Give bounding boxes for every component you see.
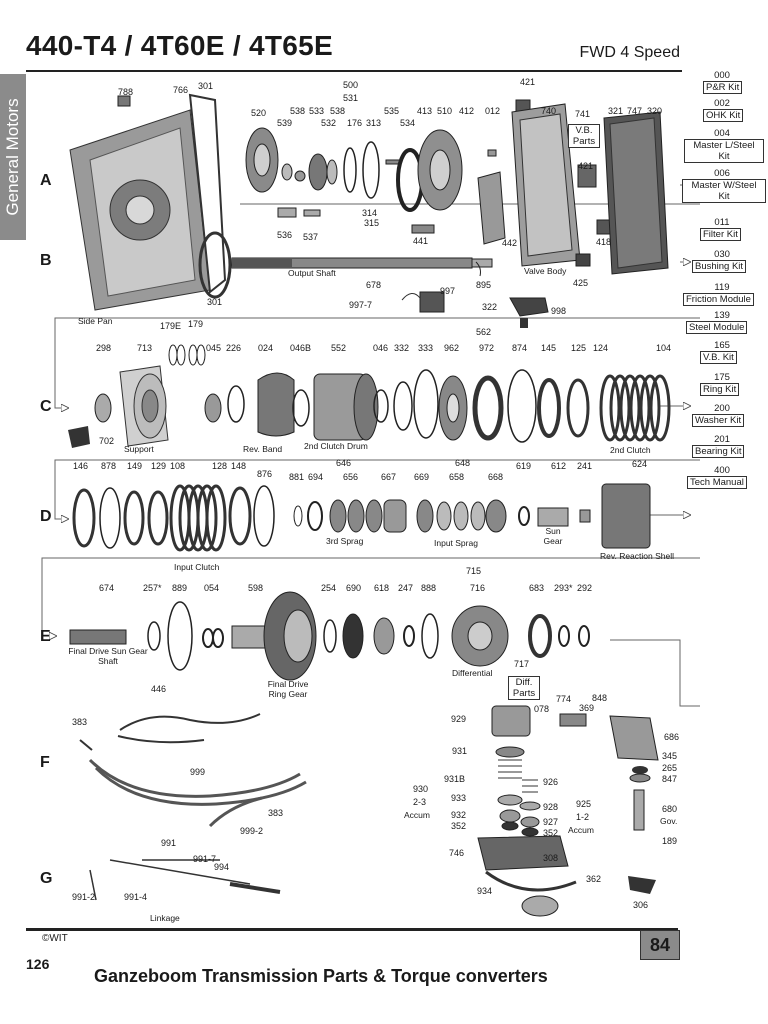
linkage-label: Linkage: [150, 913, 180, 923]
diff-parts-label: Diff. Parts: [508, 676, 540, 700]
second-clutch-pack-art: [599, 374, 671, 442]
linkage-art: [89, 859, 281, 901]
wiring-harness-art: [79, 713, 261, 751]
rev-band-label: Rev. Band: [243, 444, 283, 454]
accum-12-label: Accum: [568, 825, 594, 835]
part-997-art: [401, 291, 445, 313]
sun-gear-label: Sun Gear: [543, 526, 563, 546]
kit-bushing: Bushing Kit: [692, 260, 747, 273]
row-c-parts-art: [68, 344, 590, 448]
row-letter-e: E: [40, 628, 51, 645]
valve-body-label: Valve Body: [524, 266, 567, 276]
vb-parts-label: V.B. Parts: [568, 124, 600, 148]
page-subtitle: FWD 4 Speed: [579, 44, 680, 61]
manufacturer-tab: General Motors: [0, 74, 26, 240]
flow-line-c-d: [54, 459, 700, 519]
page-title: 440-T4 / 4T60E / 4T65E: [26, 30, 333, 61]
input-clutch-label: Input Clutch: [174, 562, 220, 572]
row-letter-f: F: [40, 754, 50, 771]
flow-line-d-e: [41, 557, 700, 636]
kit-master-w-steel: Master W/Steel Kit: [682, 179, 766, 203]
accumulator-valve-art: [491, 705, 541, 837]
kit-bearing: Bearing Kit: [692, 445, 745, 458]
second-clutch-label: 2nd Clutch: [610, 445, 651, 455]
kit-pr: P&R Kit: [703, 81, 743, 94]
kit-friction-module: Friction Module: [683, 293, 754, 306]
row-letter-b: B: [40, 252, 52, 269]
output-shaft-label: Output Shaft: [288, 268, 336, 278]
footer-company: Ganzeboom Transmission Parts & Torque co…: [94, 966, 548, 986]
input-sprag-label: Input Sprag: [434, 538, 478, 548]
row-d-parts-art: [72, 487, 169, 549]
top-rule: [26, 70, 682, 72]
bottom-rule: [26, 928, 678, 931]
differential-label: Differential: [452, 668, 493, 678]
accumulator-housing-art: [477, 835, 656, 917]
copyright: ©WIT: [42, 933, 68, 944]
kit-washer: Washer Kit: [692, 414, 745, 427]
accum-23-label: Accum: [404, 810, 430, 820]
governor-label: Gov.: [660, 816, 678, 826]
case-side-pan-art: [69, 93, 227, 311]
side-pan-label: Side Pan: [78, 316, 113, 326]
rev-reaction-shell-label: Rev. Reaction Shell: [599, 551, 675, 561]
third-sprag-label: 3rd Sprag: [326, 536, 364, 546]
row-letter-c: C: [40, 398, 52, 415]
kit-master-l-steel: Master L/Steel Kit: [684, 139, 764, 163]
final-drive-sun-gear-shaft-label: Final Drive Sun Gear Shaft: [68, 646, 148, 666]
kit-ohk: OHK Kit: [703, 109, 744, 122]
part-012-art: [487, 149, 497, 157]
gasket-301-art: [198, 231, 232, 299]
input-clutch-pack-art: [169, 484, 227, 552]
bolt-788-art: [117, 95, 131, 107]
row-e-parts-art: [69, 591, 590, 681]
page-box: 84: [640, 930, 680, 960]
output-shaft-art: [231, 257, 493, 269]
pump-assembly-art: [245, 127, 463, 234]
governor-art: [559, 713, 659, 831]
kit-tech-manual: Tech Manual: [687, 476, 747, 489]
kit-ring: Ring Kit: [700, 383, 740, 396]
final-drive-ring-gear-label: Final Drive Ring Gear: [267, 679, 309, 699]
page-number: 126: [26, 956, 50, 972]
row-letter-g: G: [40, 870, 53, 887]
second-clutch-drum-label: 2nd Clutch Drum: [304, 441, 368, 451]
flow-line-b-c: [54, 317, 700, 408]
part-998-art: [509, 297, 549, 328]
support-label: Support: [124, 444, 154, 454]
part-895-art: [475, 261, 481, 277]
flow-line-e: [610, 639, 700, 707]
cooler-lines-art: [88, 758, 307, 828]
kit-filter: Filter Kit: [700, 228, 741, 241]
kit-steel-module: Steel Module: [686, 321, 748, 334]
valve-body-art: [477, 103, 669, 275]
row-letter-a: A: [40, 172, 52, 189]
kit-vb: V.B. Kit: [700, 351, 737, 364]
row-letter-d: D: [40, 508, 52, 525]
row-d-sprags-art: [228, 483, 651, 549]
